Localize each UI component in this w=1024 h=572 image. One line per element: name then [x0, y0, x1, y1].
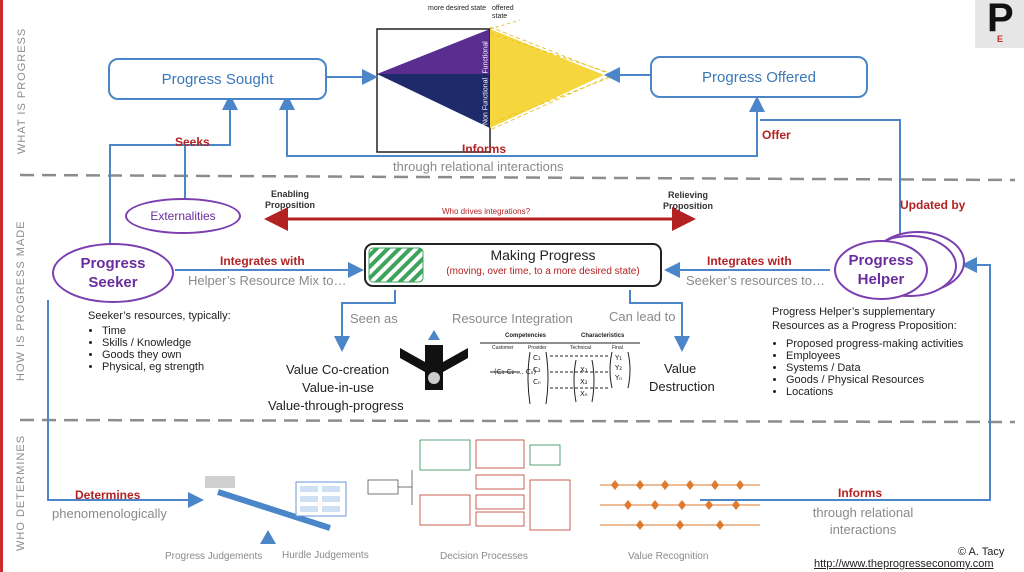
value-destruction-2: Destruction [649, 379, 715, 394]
svg-text:Yₙ: Yₙ [614, 374, 622, 382]
helper-resource-item: Goods / Physical Resources [786, 374, 982, 386]
making-progress-subtitle: (moving, over time, to a more desired st… [446, 266, 640, 277]
characteristics-label: Characteristics [581, 333, 625, 339]
value-destruction-1: Value [664, 361, 697, 376]
svg-text:Cₙ: Cₙ [533, 378, 541, 386]
who-drives-label: Who drives integrations? [442, 207, 531, 216]
svg-text:Y₁: Y₁ [614, 354, 622, 362]
value-through-progress: Value-through-progress [268, 398, 404, 413]
making-progress-box [364, 243, 662, 287]
updated-by-label: Updated by [900, 198, 966, 212]
offered-triangle [490, 29, 604, 128]
label-offered-state: offered state [492, 5, 514, 20]
progress-seeker-oval: Progress Seeker [52, 243, 174, 303]
progress-sought-box: Progress Sought [108, 58, 327, 100]
caption-hurdle-judgements: Hurdle Judgements [282, 550, 369, 561]
competencies-label: Competencies [505, 333, 547, 339]
seeks-label: Seeks [175, 135, 210, 149]
informs-label: Informs [462, 142, 507, 156]
svg-text:C₁: C₁ [533, 354, 541, 362]
value-co-creation: Value Co-creation [286, 362, 390, 377]
making-progress-title: Making Progress [490, 247, 596, 263]
customer-label: Customer [492, 345, 514, 351]
label-more-desired: more desired state [428, 5, 486, 12]
helper-resources-title: Progress Helper’s supplementary Resource… [772, 306, 957, 332]
functional-triangle [377, 29, 490, 74]
progress-offered-box: Progress Offered [650, 56, 868, 98]
seesaw-figure [205, 476, 347, 544]
caption-value-recognition: Value Recognition [628, 551, 709, 562]
svg-text:Y₂: Y₂ [614, 364, 622, 372]
progress-helper-label: Progress Helper [848, 252, 914, 288]
copyright: © A. Tacy [958, 546, 1005, 558]
hands-figure [400, 330, 468, 390]
decision-process-figure [367, 439, 571, 531]
integrates-right-label: Integrates with [707, 254, 792, 268]
non-functional-triangle [377, 74, 490, 128]
seeker-resources: Seeker’s resources, typically: Time Skil… [88, 310, 268, 373]
helper-resource-item: Proposed progress-making activities [786, 338, 982, 350]
value-recognition-figure [600, 480, 760, 530]
svg-text:(C₁ C₂ … Cₙ): (C₁ C₂ … Cₙ) [494, 368, 536, 376]
resource-integration-figure [480, 342, 640, 405]
externalities-oval: Externalities [125, 198, 241, 234]
label-non-functional: Non Functional [482, 77, 490, 126]
svg-text:C₂: C₂ [533, 366, 541, 374]
progress-seeker-label: Progress Seeker [80, 255, 146, 291]
helper-resources: Progress Helper’s supplementary Resource… [772, 305, 982, 398]
seeker-resource-item: Physical, eg strength [102, 361, 268, 373]
divider-top [19, 173, 1016, 182]
integrates-right-sublabel: Seeker’s resources to… [686, 273, 825, 288]
footer-url[interactable]: http://www.theprogresseconomy.com [814, 558, 994, 570]
logo-sub: E [997, 34, 1004, 44]
making-progress-hatch [368, 247, 424, 283]
seeker-resource-item: Skills / Knowledge [102, 337, 268, 349]
informs-sublabel: through relational interactions [393, 159, 564, 174]
seeker-resources-title: Seeker’s resources, typically: [88, 310, 231, 322]
resource-integration-label: Resource Integration [452, 311, 573, 326]
enabling-proposition: Enabling Proposition [265, 189, 315, 210]
determines-label: Determines [75, 488, 141, 502]
seeker-resource-item: Goods they own [102, 349, 268, 361]
informs-bottom-sublabel: through relational interactions [812, 505, 914, 537]
svg-text:X₂: X₂ [580, 378, 588, 386]
final-label: Final [612, 345, 623, 351]
helper-resource-item: Employees [786, 350, 982, 362]
progress-helper-oval: Progress Helper [834, 240, 928, 300]
helper-resource-item: Locations [786, 386, 982, 398]
divider-bottom [19, 418, 1016, 424]
seeker-resource-item: Time [102, 325, 268, 337]
caption-decision-processes: Decision Processes [440, 551, 528, 562]
integrates-left-sublabel: Helper’s Resource Mix to… [188, 273, 347, 288]
helper-resource-item: Systems / Data [786, 362, 982, 374]
svg-text:X₁: X₁ [580, 366, 588, 374]
seen-as-label: Seen as [350, 311, 398, 326]
relieving-proposition: Relieving Proposition [663, 190, 713, 211]
left-accent-bar [0, 0, 3, 572]
provider-label: Provider [528, 345, 547, 351]
value-in-use: Value-in-use [302, 380, 375, 395]
integrates-left-label: Integrates with [220, 254, 305, 268]
logo-letter: P [987, 0, 1014, 40]
svg-text:Xₙ: Xₙ [580, 390, 588, 398]
can-lead-to-label: Can lead to [609, 309, 676, 324]
offer-label: Offer [762, 128, 791, 142]
informs-bottom-label: Informs [838, 486, 883, 500]
technical-label: Technical [570, 345, 591, 351]
determines-sublabel: phenomenologically [52, 506, 167, 521]
logo: P E [975, 0, 1024, 48]
caption-progress-judgements: Progress Judgements [165, 551, 263, 562]
